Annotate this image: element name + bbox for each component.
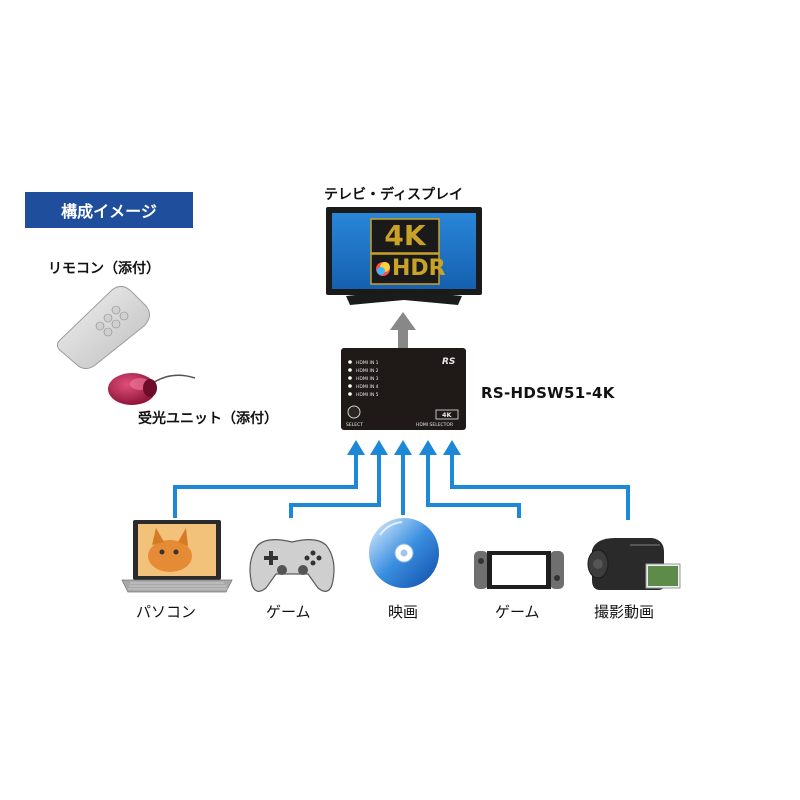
source-label-game2: ゲーム	[495, 603, 540, 621]
cable-game1	[289, 452, 381, 518]
port-label: HDMI IN 3	[356, 376, 379, 382]
badge-hdr-frame	[370, 253, 440, 285]
panel-label: HDMI SELECTOR	[416, 422, 453, 428]
badge-4k: 4K	[384, 219, 426, 252]
badge-4k-frame	[370, 218, 440, 254]
arrow-to-tv	[390, 312, 416, 348]
port-label: HDMI IN 1	[356, 360, 379, 366]
brand-logo: RS	[442, 357, 455, 367]
receiver-label: 受光ユニット（添付）	[138, 411, 278, 427]
remote-buttons	[95, 305, 129, 337]
tv-display	[326, 207, 482, 305]
selector-model: RS-HDSW51-4K	[481, 384, 615, 402]
cable-group	[173, 452, 630, 520]
cable-camera	[450, 452, 630, 520]
panel-badge-frame	[435, 409, 459, 420]
badge-hdr: HDR	[392, 256, 446, 281]
remote-control	[56, 286, 150, 370]
select-button-icon	[347, 405, 361, 419]
laptop-icon	[121, 520, 233, 593]
port-led-list: HDMI IN 1 HDMI IN 2 HDMI IN 3 HDMI IN 4 …	[348, 360, 379, 398]
disc-icon	[369, 518, 439, 588]
tv-label: テレビ・ディスプレイ	[324, 187, 464, 203]
port-label: HDMI IN 5	[356, 392, 379, 398]
tv-stand	[346, 290, 462, 305]
hdmi-selector-box: HDMI IN 1 HDMI IN 2 HDMI IN 3 HDMI IN 4 …	[341, 348, 466, 430]
remote-label: リモコン（添付）	[48, 261, 160, 277]
page-heading: 構成イメージ	[25, 192, 193, 228]
gamepad-icon	[249, 539, 335, 592]
source-label-movie: 映画	[388, 603, 419, 621]
port-label: HDMI IN 2	[356, 368, 379, 374]
select-label: SELECT	[346, 422, 363, 428]
panel-badge: 4K	[442, 411, 453, 419]
handheld-console-icon	[474, 551, 564, 589]
cable-game2	[426, 452, 521, 518]
cable-pc	[173, 452, 358, 518]
source-label-pc: パソコン	[136, 603, 197, 621]
source-label-camera: 撮影動画	[594, 603, 655, 621]
cable-arrowheads	[347, 440, 461, 455]
source-label-game1: ゲーム	[266, 603, 311, 621]
camcorder-icon	[587, 538, 681, 590]
port-label: HDMI IN 4	[356, 384, 379, 390]
ir-receiver	[108, 373, 196, 405]
